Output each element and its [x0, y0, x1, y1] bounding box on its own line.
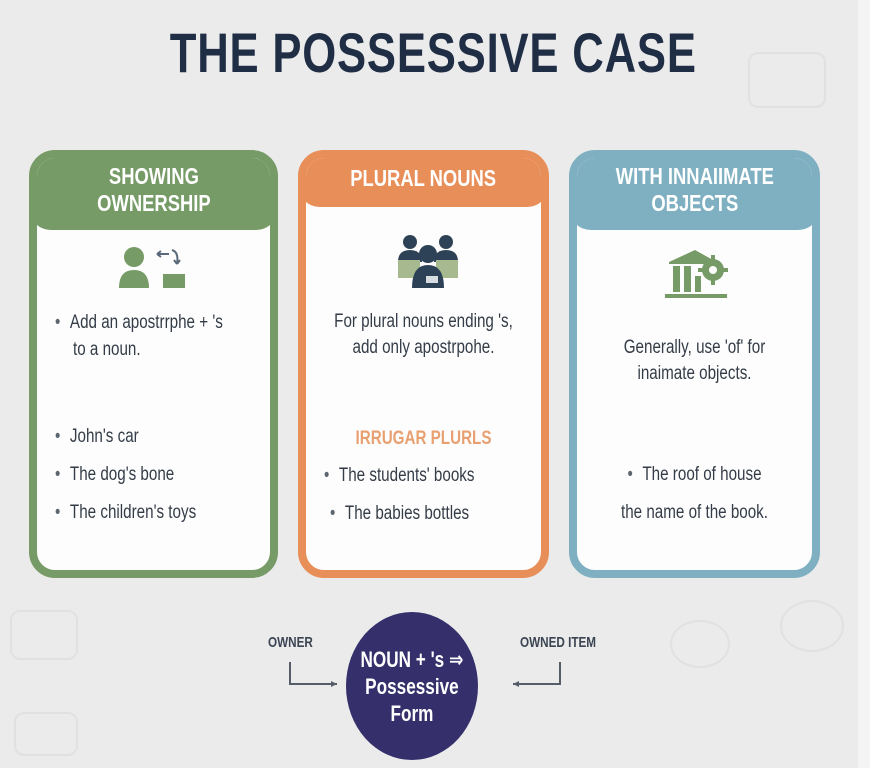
irregular-plurals-subhead: IRRUGAR PLURLS: [355, 428, 492, 449]
example-item: The dog's bone: [55, 463, 174, 486]
building-gear-icon: [665, 250, 728, 298]
example-item: The students' books: [324, 464, 475, 487]
card-showing-ownership: SHOWING OWNERSHIP Add an apostrrphe + 's…: [29, 150, 278, 578]
rule-text-cont: to a noun.: [73, 339, 141, 360]
person-transfer-icon: [119, 247, 185, 288]
doodle-book-icon: [748, 52, 826, 108]
example-item: John's car: [55, 425, 139, 448]
owned-item-label: OWNED ITEM: [520, 634, 597, 651]
rule-text: For plural nouns ending 's,: [334, 311, 513, 332]
doodle-book-icon: [10, 610, 78, 660]
background-strip: [858, 0, 870, 768]
rule-text-cont: add only apostrpohe.: [352, 337, 495, 358]
possessive-form-circle: NOUN + 's ⇒ Possessive Form: [346, 612, 478, 760]
card-header: SHOWING OWNERSHIP: [37, 158, 270, 230]
card-title: SHOWING OWNERSHIP: [96, 163, 211, 216]
doodle-speech-icon: [780, 600, 844, 652]
page-title: THE POSSESSIVE CASE: [169, 21, 697, 84]
example-item: The babies bottles: [330, 502, 469, 525]
group-people-icon: [398, 235, 458, 288]
example-extra: the name of the book.: [620, 502, 769, 523]
card-header: PLURAL NOUNS: [306, 158, 541, 207]
rule-text: Generally, use 'of' for: [623, 337, 766, 358]
card-title: WITH INNAIIMATE OBJECTS: [615, 163, 774, 216]
card-header: WITH INNAIIMATE OBJECTS: [577, 158, 812, 230]
card-inanimate-objects: WITH INNAIIMATE OBJECTS Generally, use '…: [569, 150, 820, 578]
card-plural-nouns: PLURAL NOUNS For plural nouns ending 's,…: [298, 150, 549, 578]
arrow-left-icon: [513, 662, 561, 687]
example-item: The children's toys: [55, 501, 196, 524]
owner-label: OWNER: [268, 634, 313, 651]
rule-text-cont: inaimate objects.: [637, 363, 752, 384]
possessive-formula: NOUN + 's ⇒ Possessive Form: [360, 646, 464, 726]
doodle-book-icon: [14, 712, 78, 756]
rule-text: Add an apostrrphe + 's: [55, 311, 223, 334]
arrow-right-icon: [289, 662, 337, 687]
example-item: The roof of house: [601, 463, 789, 486]
doodle-speech-icon: [670, 620, 730, 668]
card-title: PLURAL NOUNS: [350, 165, 497, 191]
